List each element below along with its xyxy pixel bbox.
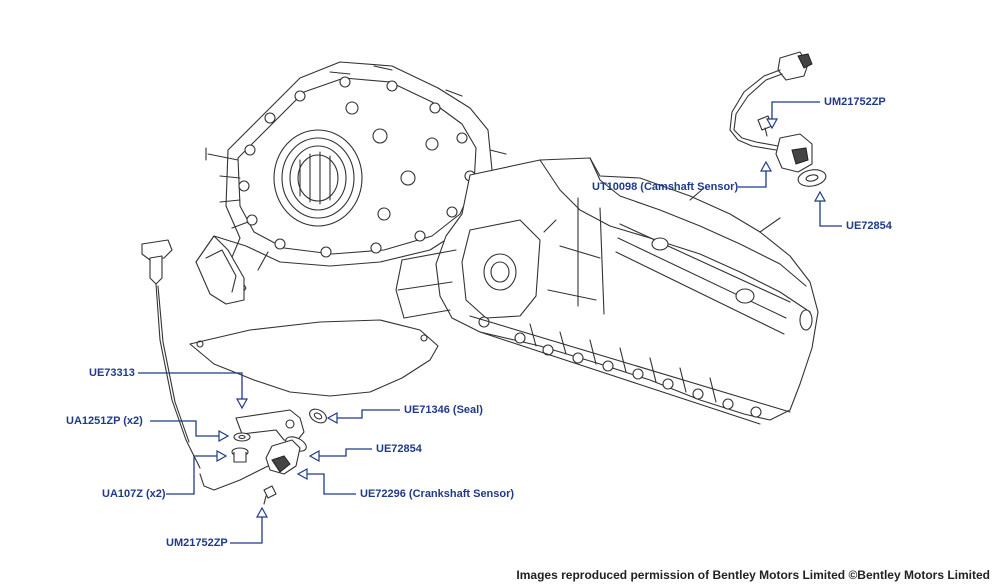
callout-ue72854-bottom[interactable]: UE72854 — [376, 443, 422, 455]
callout-ue73313[interactable]: UE73313 — [89, 367, 135, 379]
callout-ue72296-crankshaft-sensor[interactable]: UE72296 (Crankshaft Sensor) — [360, 488, 515, 500]
copyright-credit: Images reproduced permission of Bentley … — [516, 568, 990, 582]
callout-um21752zp-top[interactable]: UM21752ZP — [824, 96, 886, 108]
callout-um21752zp-bottom[interactable]: UM21752ZP — [166, 537, 228, 549]
callout-ua107z[interactable]: UA107Z (x2) — [102, 488, 166, 500]
crankshaft-sensor-parts-illustration — [199, 408, 327, 505]
callout-ua1251zp[interactable]: UA1251ZP (x2) — [66, 415, 143, 427]
leader-lines — [138, 101, 842, 544]
engine-assembly-illustration — [195, 61, 819, 425]
dipstick-illustration — [141, 239, 201, 469]
callout-ut10098-camshaft-sensor[interactable]: UT10098 (Camshaft Sensor) — [592, 181, 739, 193]
sump-gasket-illustration — [189, 319, 439, 397]
camshaft-sensor-parts-illustration — [729, 51, 827, 187]
callout-ue71346-seal[interactable]: UE71346 (Seal) — [404, 404, 483, 416]
callout-ue72854-top[interactable]: UE72854 — [846, 220, 892, 232]
